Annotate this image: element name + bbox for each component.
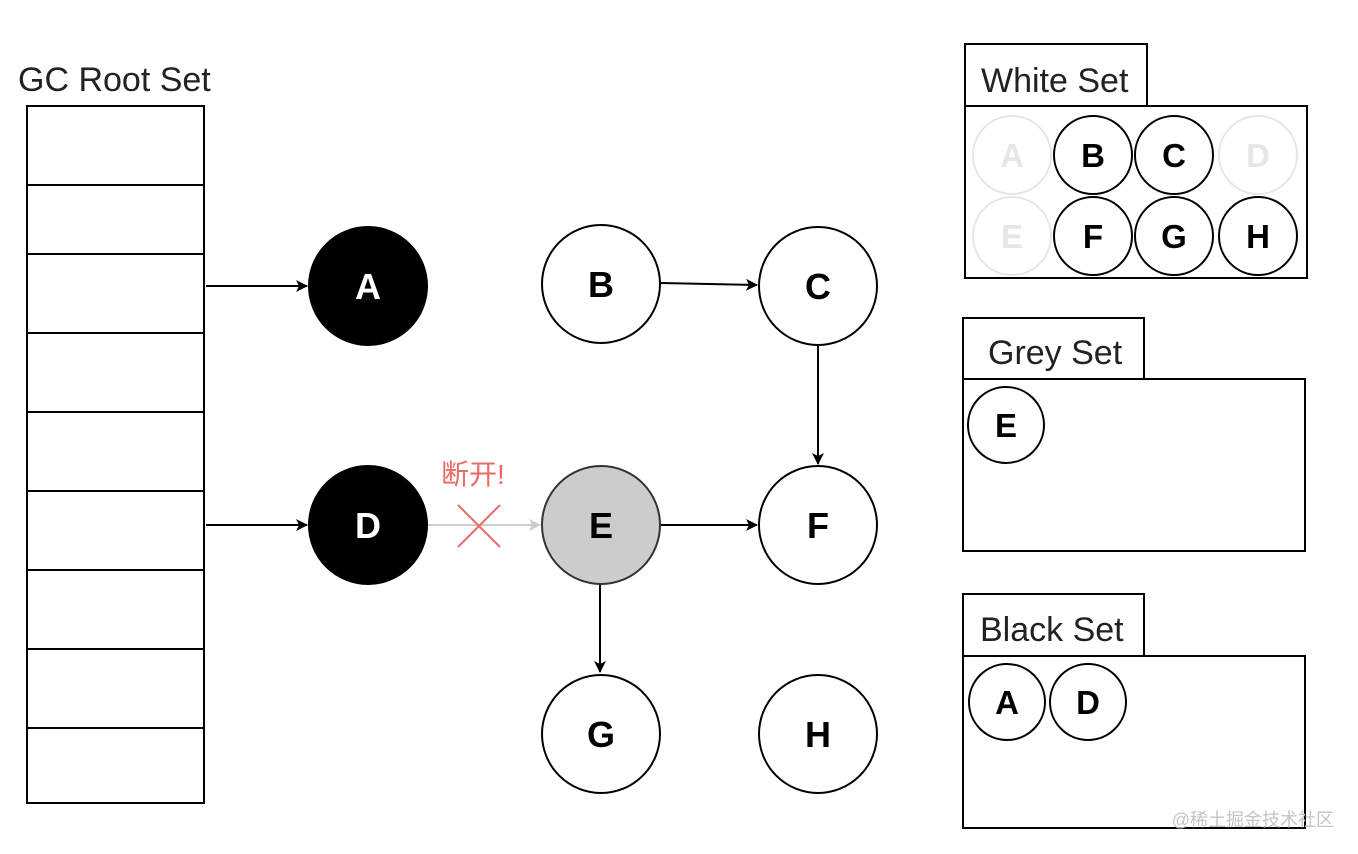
node-h: H xyxy=(758,674,878,794)
black-set-item: A xyxy=(968,663,1046,741)
white-set-item: E xyxy=(972,196,1052,276)
svg-text:D: D xyxy=(1076,684,1100,721)
gc-root-stack xyxy=(26,105,205,804)
node-g-label: G xyxy=(587,714,615,755)
node-a-label: A xyxy=(355,266,381,307)
svg-text:E: E xyxy=(1001,218,1023,255)
white-set-item: C xyxy=(1134,115,1214,195)
node-h-label: H xyxy=(805,714,831,755)
white-set-panel: White Set A B C D E F G xyxy=(964,43,1308,279)
white-set-item: B xyxy=(1053,115,1133,195)
svg-text:B: B xyxy=(1081,137,1105,174)
svg-text:A: A xyxy=(1000,137,1024,174)
node-f: F xyxy=(758,465,878,585)
svg-text:D: D xyxy=(1246,137,1270,174)
svg-text:G: G xyxy=(1161,218,1187,255)
black-set-item: D xyxy=(1049,663,1127,741)
white-set-item: H xyxy=(1218,196,1298,276)
break-label: 断开! xyxy=(441,459,505,490)
node-a: A xyxy=(308,226,428,346)
white-set-title: White Set xyxy=(981,62,1129,100)
white-set-tab xyxy=(964,43,1148,107)
grey-set-item: E xyxy=(967,386,1045,464)
edge-b-to-c xyxy=(660,278,758,291)
node-d: D xyxy=(308,465,428,585)
node-e-label: E xyxy=(589,505,613,546)
white-set-item: G xyxy=(1134,196,1214,276)
black-set-title: Black Set xyxy=(980,611,1124,649)
grey-set-panel: Grey Set E xyxy=(962,317,1306,552)
svg-text:F: F xyxy=(1083,218,1103,255)
watermark: @稀土掘金技术社区 xyxy=(1172,810,1334,830)
node-b-label: B xyxy=(588,264,614,305)
white-set-item: A xyxy=(972,115,1052,195)
svg-text:E: E xyxy=(995,407,1017,444)
node-d-label: D xyxy=(355,505,381,546)
black-set-tab xyxy=(962,593,1145,657)
gc-root-set-title: GC Root Set xyxy=(18,61,211,99)
node-f-label: F xyxy=(807,505,829,546)
svg-text:C: C xyxy=(1162,137,1186,174)
svg-text:A: A xyxy=(995,684,1019,721)
break-cross-icon xyxy=(457,504,501,548)
white-set-item: D xyxy=(1218,115,1298,195)
node-g: G xyxy=(541,674,661,794)
svg-text:H: H xyxy=(1246,218,1270,255)
node-c-label: C xyxy=(805,266,831,307)
node-b: B xyxy=(541,224,661,344)
white-set-item: F xyxy=(1053,196,1133,276)
grey-set-title: Grey Set xyxy=(988,334,1123,372)
black-set-panel: Black Set A D xyxy=(962,593,1306,829)
node-c: C xyxy=(758,226,878,346)
node-e: E xyxy=(541,465,661,585)
